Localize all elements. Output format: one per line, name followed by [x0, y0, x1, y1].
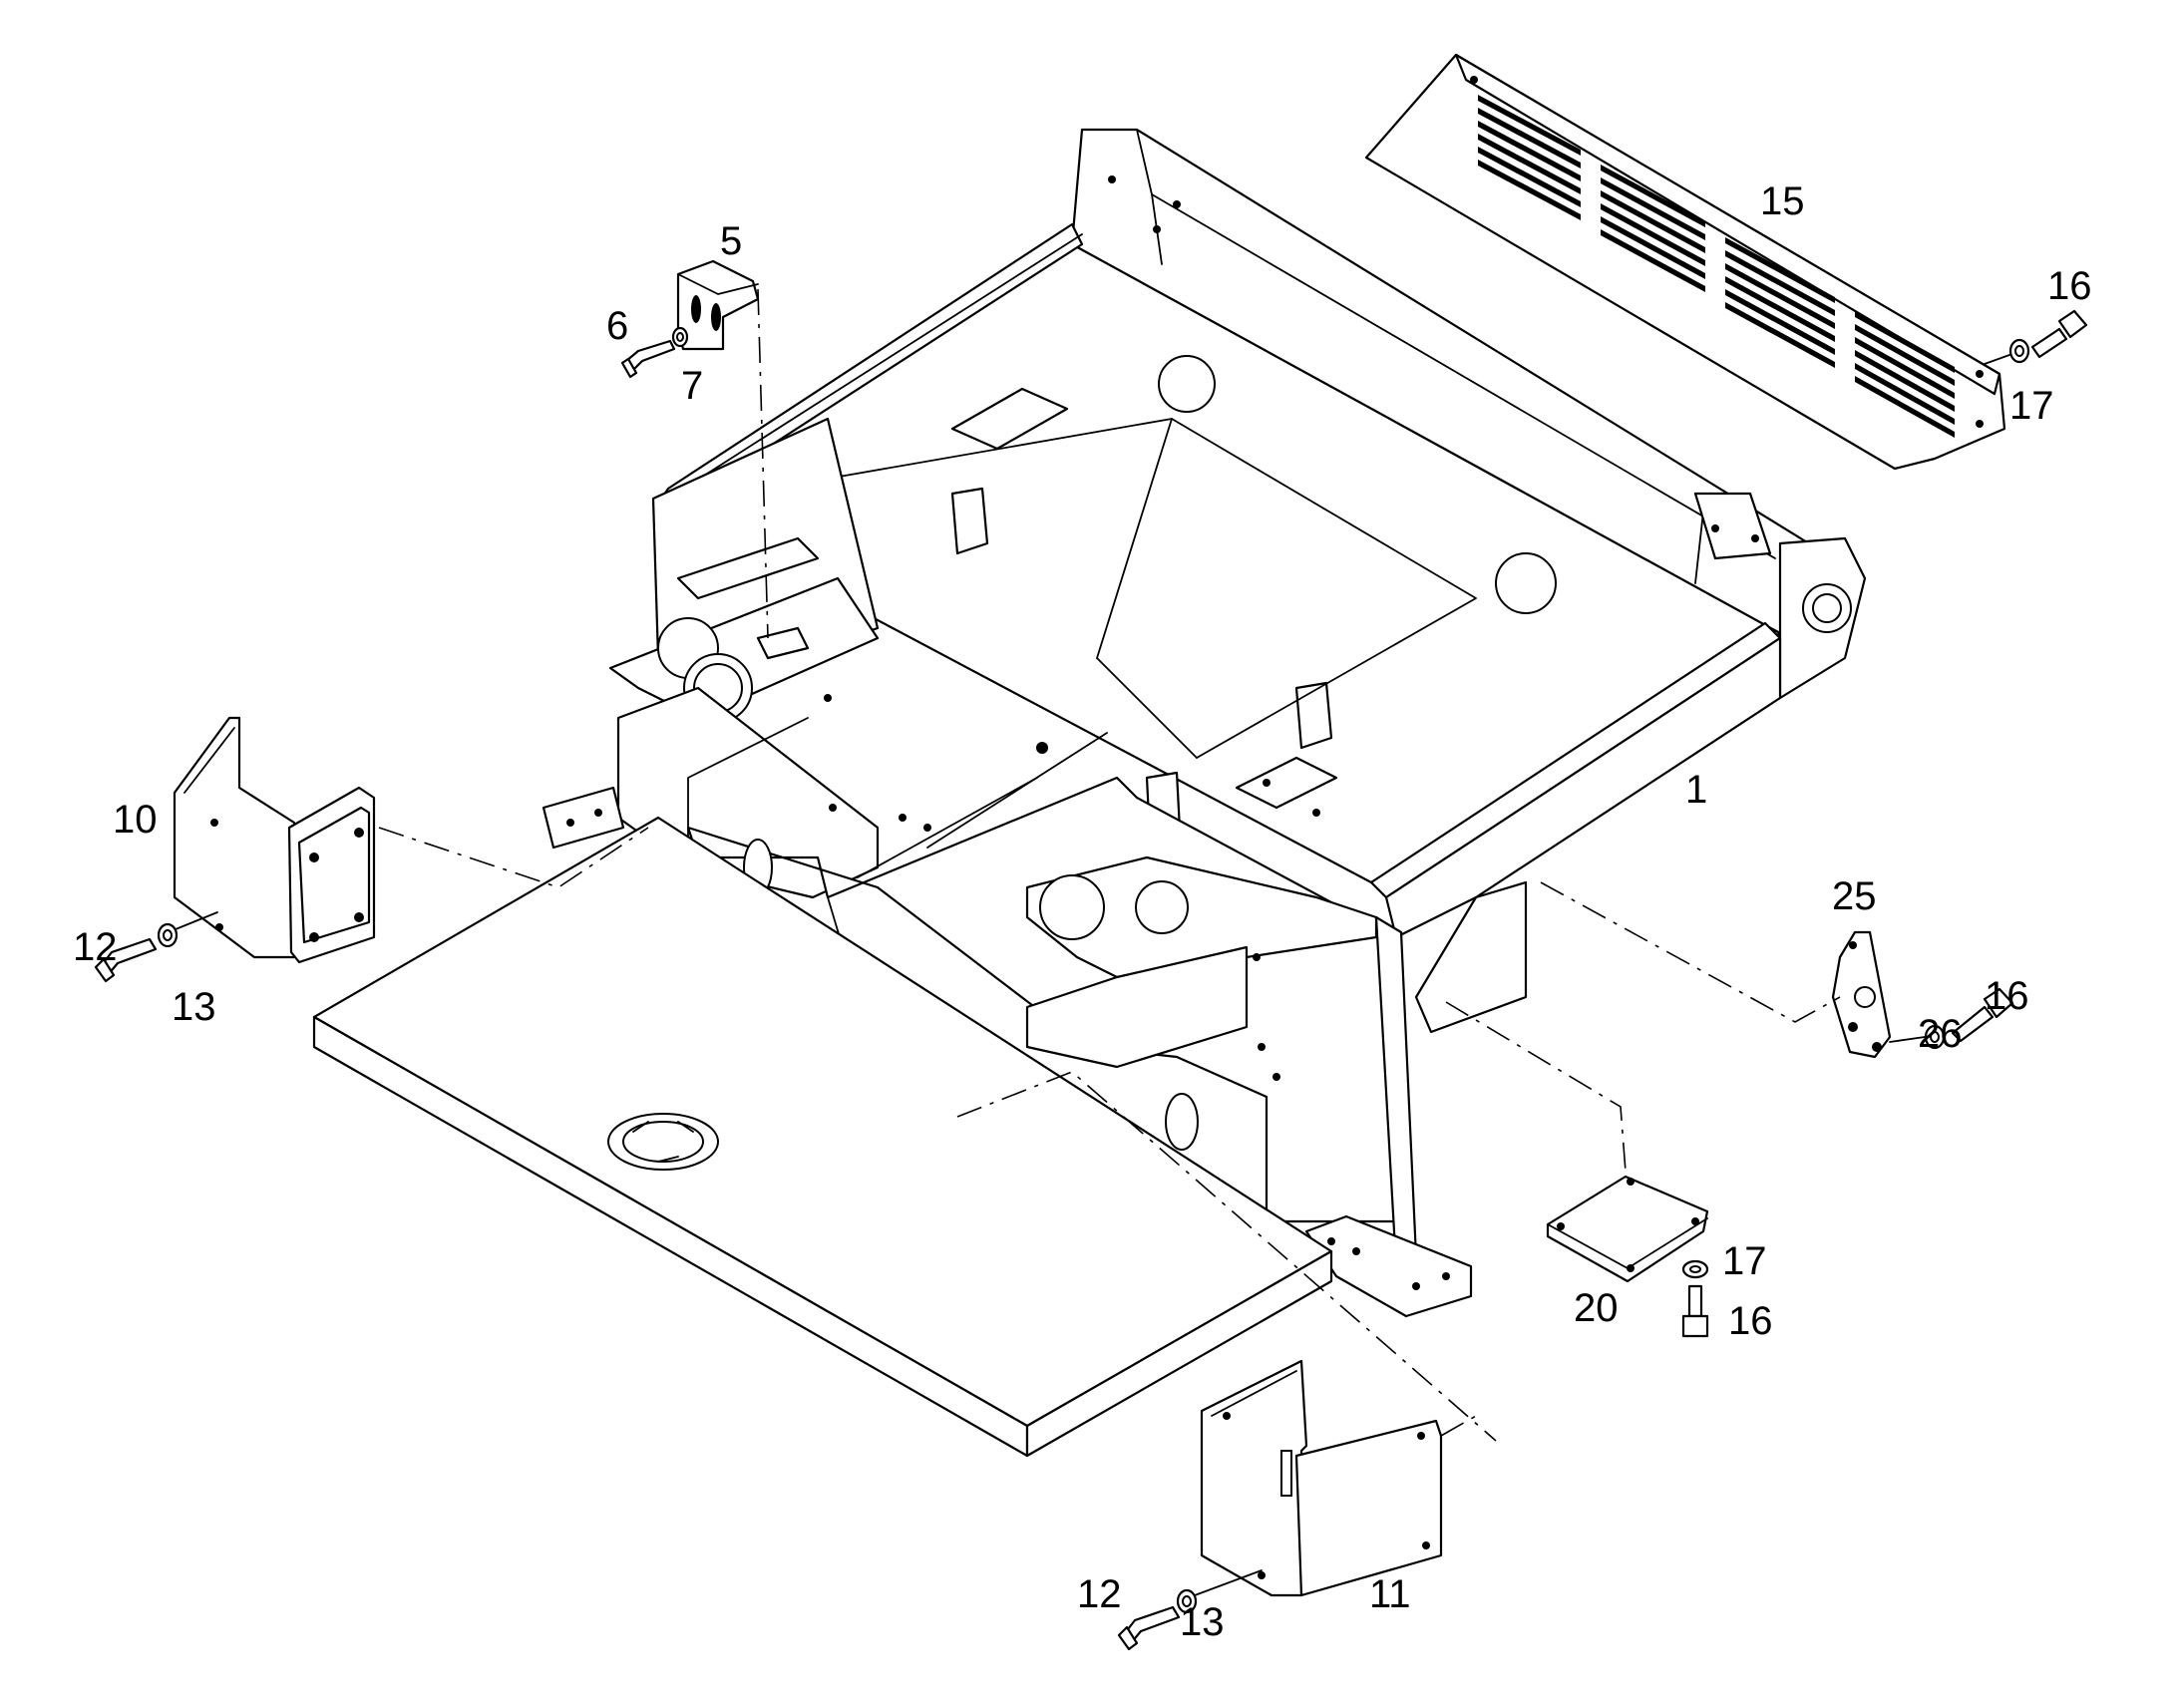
bolt-12-front — [1117, 1605, 1181, 1651]
washer-17-top — [2008, 338, 2030, 364]
callout-11: 11 — [1369, 1572, 1411, 1616]
bolt-12-left — [94, 937, 158, 983]
guard-11 — [956, 1071, 1497, 1597]
guard-10 — [173, 716, 649, 964]
callout-13-front: 13 — [1180, 1600, 1225, 1644]
callout-1: 1 — [1685, 768, 1707, 812]
screw-6 — [620, 339, 676, 379]
callout-17-top: 17 — [2009, 384, 2054, 428]
main-frame — [542, 128, 1867, 1318]
washer-26 — [1924, 1024, 1946, 1050]
bolt-16-top — [1984, 309, 2088, 365]
callout-16-right: 16 — [1985, 974, 2029, 1018]
louvered-cover — [1364, 53, 2006, 471]
washer-13-left — [157, 911, 218, 948]
washer-7 — [671, 326, 689, 348]
bolt-16-right — [1889, 987, 2014, 1043]
callout-26: 26 — [1918, 1012, 1963, 1056]
bolt-16-bottom — [1681, 1284, 1709, 1338]
plate-25 — [1540, 881, 1892, 1059]
callout-10: 10 — [113, 798, 158, 842]
callout-13-left: 13 — [172, 985, 216, 1029]
callout-6: 6 — [606, 304, 628, 348]
cover-plate-20 — [1445, 1001, 1709, 1283]
floor-plate — [312, 816, 1333, 1458]
louver-slots — [1478, 95, 1955, 438]
callout-7: 7 — [681, 364, 703, 408]
callout-16-bottom: 16 — [1728, 1299, 1773, 1343]
callout-16-top: 16 — [2047, 264, 2092, 308]
callout-5: 5 — [720, 219, 742, 263]
callout-15: 15 — [1760, 179, 1805, 223]
callout-20: 20 — [1574, 1286, 1619, 1330]
washer-17-bottom — [1681, 1259, 1709, 1279]
callout-12-front: 12 — [1077, 1572, 1122, 1616]
bracket-5 — [676, 259, 769, 639]
washer-13-front — [1176, 1569, 1263, 1614]
callout-12-left: 12 — [73, 925, 118, 969]
callout-17-bottom: 17 — [1722, 1239, 1767, 1283]
callout-25: 25 — [1832, 874, 1877, 918]
